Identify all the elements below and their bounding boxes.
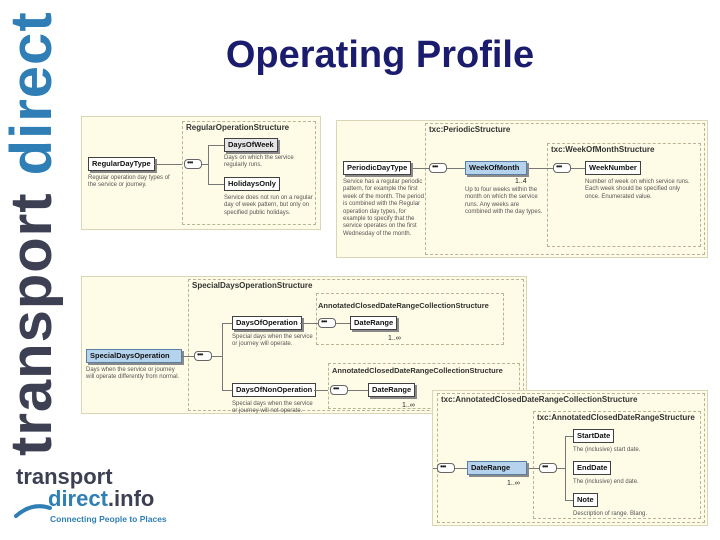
holidays-only-description: Service does not run on a regular day of… bbox=[224, 195, 313, 216]
connector-line bbox=[529, 468, 539, 469]
connector-line bbox=[336, 323, 350, 324]
connector-line bbox=[565, 436, 573, 437]
connector-line bbox=[208, 145, 224, 146]
annotated-collection-title-1: AnnotatedClosedDateRangeCollectionStruct… bbox=[318, 301, 489, 310]
date-range-element-2[interactable]: DateRange bbox=[368, 383, 416, 397]
regular-operation-group bbox=[182, 121, 316, 225]
logo-line-1: transport bbox=[16, 464, 113, 489]
regular-operation-title: RegularOperationStructure bbox=[186, 123, 290, 132]
connector-line bbox=[222, 390, 232, 391]
days-of-week-description: Days on which the service regularly runs… bbox=[224, 155, 294, 169]
regular-day-type-description: Regular operation day types of the servi… bbox=[88, 175, 170, 189]
week-of-month-description: Up to four weeks within the month on whi… bbox=[465, 187, 543, 216]
connector-line bbox=[433, 468, 437, 469]
connector-line bbox=[212, 356, 222, 357]
holidays-only-element[interactable]: HolidaysOnly bbox=[224, 177, 280, 191]
connector-line bbox=[208, 184, 224, 185]
note-description: Description of range. Blang. bbox=[573, 511, 648, 517]
week-number-element[interactable]: WeekNumber bbox=[585, 161, 641, 175]
special-days-panel: SpecialDaysOperationStructure SpecialDay… bbox=[81, 276, 527, 414]
connector-line bbox=[154, 164, 182, 165]
week-of-month-group bbox=[547, 143, 701, 247]
start-date-description: The (inclusive) start date. bbox=[573, 447, 641, 453]
annotated-date-range-panel: txc:AnnotatedClosedDateRangeCollectionSt… bbox=[432, 390, 708, 526]
date-range-element-1[interactable]: DateRange bbox=[350, 316, 398, 330]
date-range-multiplicity-2: 1..∞ bbox=[402, 402, 415, 409]
connector-line bbox=[557, 468, 565, 469]
week-of-month-structure-title: txc:WeekOfMonthStructure bbox=[551, 145, 655, 154]
week-number-description: Number of week on which service runs. Ea… bbox=[585, 179, 690, 200]
annotated-collection-title-2: AnnotatedClosedDateRangeCollectionStruct… bbox=[332, 366, 503, 375]
logo-line-2-suffix: .info bbox=[107, 486, 155, 511]
periodic-day-type-description: Service has a regular periodic pattern, … bbox=[343, 179, 424, 237]
week-of-month-element[interactable]: WeekOfMonth bbox=[465, 161, 527, 175]
sequence-compositor-icon bbox=[539, 462, 557, 473]
annotated-range-structure-title: txc:AnnotatedClosedDateRangeStructure bbox=[537, 413, 695, 422]
periodic-panel: txc:PeriodicStructure txc:WeekOfMonthStr… bbox=[336, 120, 708, 258]
sequence-compositor-icon bbox=[330, 384, 348, 395]
annotated-collection-group-2 bbox=[328, 363, 520, 409]
connector-line bbox=[571, 168, 585, 169]
connector-line bbox=[208, 145, 209, 185]
connector-line bbox=[565, 500, 573, 501]
connector-line bbox=[348, 390, 368, 391]
regular-day-type-element[interactable]: RegularDayType bbox=[88, 157, 155, 171]
regular-operation-panel: RegularOperationStructure RegularDayType… bbox=[81, 116, 321, 230]
date-range-multiplicity-1: 1..∞ bbox=[388, 335, 401, 342]
logo-line-2: direct.info bbox=[48, 486, 154, 512]
days-of-operation-element[interactable]: DaysOfOperation bbox=[232, 316, 302, 330]
days-of-operation-description: Special days when the service or journey… bbox=[232, 334, 313, 348]
periodic-day-type-element[interactable]: PeriodicDayType bbox=[343, 161, 412, 175]
vertical-brand-wordmark: transport direct bbox=[0, 11, 64, 456]
logo-line-2-main: direct bbox=[48, 486, 108, 511]
date-range-multiplicity-3: 1..∞ bbox=[507, 480, 520, 487]
note-element[interactable]: Note bbox=[573, 493, 598, 507]
days-of-week-element[interactable]: DaysOfWeek bbox=[224, 138, 278, 152]
connector-line bbox=[202, 164, 208, 165]
connector-line bbox=[314, 390, 328, 391]
sequence-compositor-icon bbox=[437, 462, 455, 473]
connector-line bbox=[222, 323, 232, 324]
date-range-element-3[interactable]: DateRange bbox=[467, 461, 527, 475]
logo-swoosh-icon bbox=[14, 504, 52, 518]
connector-line bbox=[455, 468, 467, 469]
special-days-operation-element[interactable]: SpecialDaysOperation bbox=[86, 349, 182, 363]
page-title: Operating Profile bbox=[225, 34, 535, 76]
brand-part-transport: transport bbox=[0, 175, 64, 456]
choice-compositor-icon bbox=[184, 158, 202, 169]
sequence-compositor-icon bbox=[553, 162, 571, 173]
connector-line bbox=[565, 436, 566, 500]
days-of-non-operation-description: Special days when the service or journey… bbox=[232, 401, 313, 415]
sequence-compositor-icon bbox=[429, 162, 447, 173]
connector-line bbox=[182, 356, 194, 357]
connector-line bbox=[300, 323, 318, 324]
sequence-compositor-icon bbox=[194, 350, 212, 361]
connector-line bbox=[447, 168, 465, 169]
annotated-collection-group-1 bbox=[316, 293, 504, 345]
periodic-title: txc:PeriodicStructure bbox=[429, 125, 511, 134]
days-of-non-operation-element[interactable]: DaysOfNonOperation bbox=[232, 383, 317, 397]
annotated-collection-group bbox=[437, 393, 705, 523]
start-date-element[interactable]: StartDate bbox=[573, 429, 615, 443]
special-days-title: SpecialDaysOperationStructure bbox=[192, 281, 313, 290]
special-days-operation-description: Days when the service or journey will op… bbox=[86, 367, 180, 381]
annotated-range-structure-group bbox=[533, 411, 701, 519]
periodic-group bbox=[425, 123, 705, 255]
connector-line bbox=[413, 168, 429, 169]
transport-direct-logo: transport direct.info Connecting People … bbox=[14, 462, 167, 532]
special-days-group bbox=[188, 279, 524, 411]
week-of-month-multiplicity: 1..4 bbox=[515, 178, 527, 185]
logo-tagline: Connecting People to Places bbox=[50, 514, 167, 524]
sequence-compositor-icon bbox=[318, 317, 336, 328]
connector-line bbox=[529, 168, 553, 169]
end-date-description: The (inclusive) end date. bbox=[573, 479, 639, 485]
connector-line bbox=[222, 323, 223, 391]
end-date-element[interactable]: EndDate bbox=[573, 461, 612, 475]
annotated-collection-structure-title: txc:AnnotatedClosedDateRangeCollectionSt… bbox=[441, 395, 638, 404]
